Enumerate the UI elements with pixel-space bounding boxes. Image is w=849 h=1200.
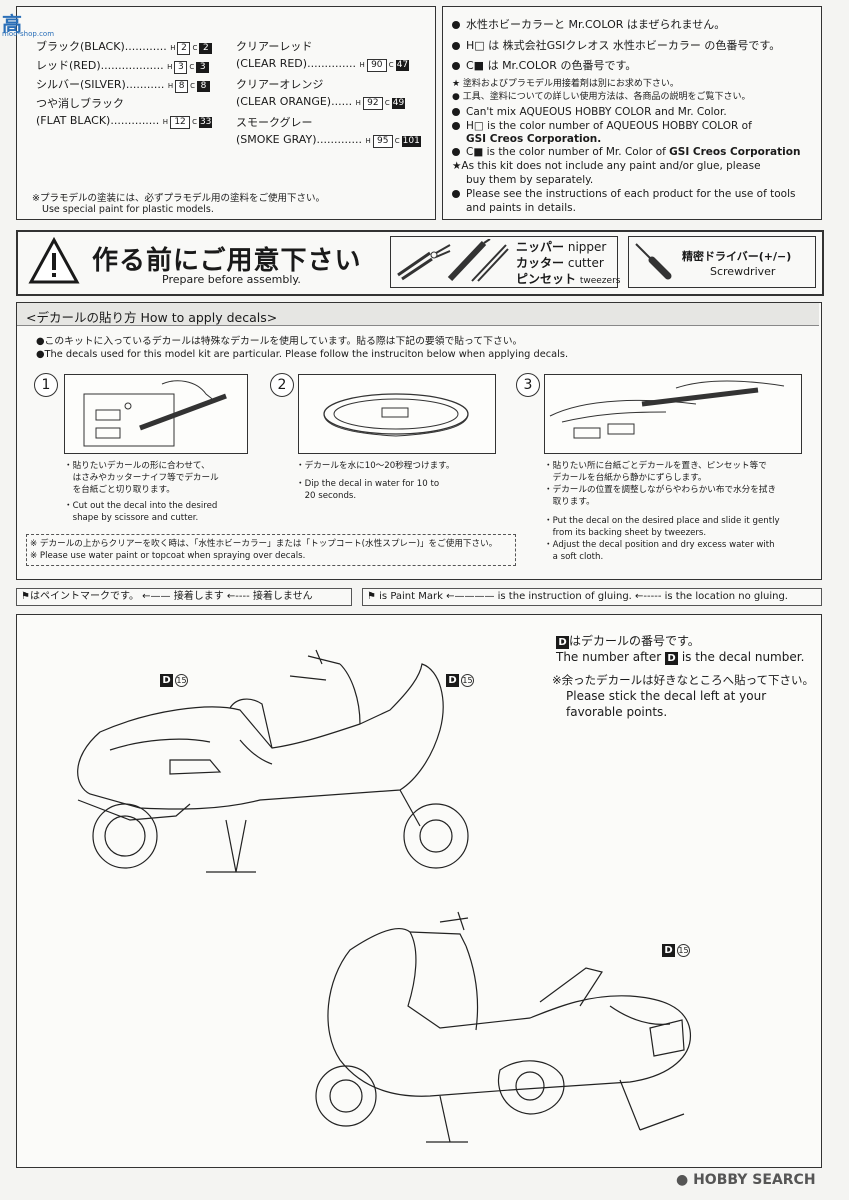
info-en-1: Can't mix AQUEOUS HOBBY COLOR and Mr. Co… [452, 106, 727, 118]
info-jp-5: ● 工具、塗料についての詳しい使用方法は、各商品の説明をご覧下さい。 [452, 92, 751, 102]
extra-decal-note-jp: ※余ったデカールは好きなところへ貼って下さい。 [552, 673, 815, 687]
paint-clear-red-jp: クリアーレッド [236, 40, 313, 53]
decals-header: <デカールの貼り方 How to apply decals> [26, 310, 278, 325]
scooter-side-view-illustration [77, 649, 469, 873]
tool-box-driver [628, 236, 816, 288]
water-dish-icon [323, 393, 469, 437]
decals-header-bar [17, 303, 819, 326]
paint-note-en: Use special paint for plastic models. [42, 204, 214, 215]
paint-clear-orange-jp: クリアーオレンジ [236, 78, 324, 91]
step-3-number: 3 [516, 373, 540, 397]
step-1-text-en: ・Cut out the decal into the desired shap… [64, 501, 218, 523]
warning-icon [28, 237, 80, 284]
info-en-2a: H□ is the color number of AQUEOUS HOBBY … [452, 120, 752, 132]
logo-text: 高 [2, 12, 22, 36]
info-jp-4: ★ 塗料およびプラモデル用接着剤は別にお求め下さい。 [452, 79, 679, 89]
paint-mark-icon: ⚑ [21, 591, 30, 602]
tool-tweezers: ピンセット tweezers [516, 272, 621, 286]
screwdriver-icon [635, 243, 672, 280]
logo-subtext: moo-shop.com [2, 30, 55, 38]
legend-jp: ⚑はペイントマークです。 ←—— 接着します ←---- 接着しません [16, 588, 352, 606]
tool-cutter: カッター cutter [516, 256, 604, 270]
info-en-4a: ★As this kit does not include any paint … [452, 160, 761, 172]
legend-en: ⚑ is Paint Mark ←———— is the instruction… [362, 588, 822, 606]
decals-intro-en: ●The decals used for this model kit are … [36, 349, 569, 360]
decals-note-en: ※ Please use water paint or topcoat when… [30, 551, 306, 561]
step-2-illustration [298, 374, 496, 454]
scooter-three-quarter-view-illustration [315, 911, 691, 1143]
extra-decal-note-en1: Please stick the decal left at your [566, 689, 767, 703]
info-jp-3: C■ は Mr.COLOR の色番号です。 [452, 57, 636, 73]
tool-driver-en: Screwdriver [710, 265, 776, 278]
info-en-5b: and paints in details. [466, 202, 576, 214]
step-3-illustration [544, 374, 802, 454]
paint-list-box [16, 6, 436, 220]
assembly-box [16, 614, 822, 1168]
paint-row-flat-black-jp: つや消しブラック [36, 97, 124, 110]
paint-note-jp: ※プラモデルの塗装には、必ずプラモデル用の塗料をご使用下さい。 [32, 193, 325, 204]
step-2-text-en: ・Dip the decal in water for 10 to 20 sec… [296, 479, 440, 501]
tool-nipper: ニッパー nipper [516, 240, 607, 254]
hobby-search-watermark: ● HOBBY SEARCH [676, 1172, 816, 1188]
decals-note-box [26, 534, 516, 566]
decal-sheet-cutting-icon [83, 380, 227, 447]
info-jp-1: 水性ホビーカラーと Mr.COLOR はまぜられません。 [452, 16, 725, 32]
step-1-number: 1 [34, 373, 58, 397]
step-1-text-jp: ・貼りたいデカールの形に合わせて、 はさみやカッターナイフ等でデカール を台紙ご… [64, 461, 219, 495]
tools-illustration-icon [397, 239, 509, 282]
info-en-2b: GSI Creos Corporation. [466, 133, 602, 145]
step-2-text-jp: ・デカールを水に10〜20秒程つけます。 [296, 461, 455, 471]
paint-mark-icon-en: ⚑ [367, 591, 376, 602]
info-en-5a: Please see the instructions of each prod… [452, 188, 795, 200]
decal-number-note-en: The number after D is the decal number. [556, 650, 805, 665]
extra-decal-note-en2: favorable points. [566, 705, 668, 719]
info-jp-2: H□ は 株式会社GSIクレオス 水性ホビーカラー の色番号です。 [452, 37, 780, 53]
info-en-4b: buy them by separately. [466, 174, 594, 186]
step-3-text-en: ・Put the decal on the desired place and … [544, 516, 780, 562]
decal-applying-icon [549, 380, 785, 439]
prepare-subtitle: Prepare before assembly. [162, 273, 301, 286]
decals-intro-jp: ●このキットに入っているデカールは特殊なデカールを使用しています。貼る際は下記の… [36, 336, 523, 347]
prepare-title: 作る前にご用意下さい [92, 246, 362, 276]
step-1-illustration [64, 374, 248, 454]
step-3-text-jp: ・貼りたい所に台紙ごとデカールを置き、ピンセット等で デカールを台紙から静かにず… [544, 461, 777, 507]
site-logo: 高 [2, 8, 22, 37]
info-box [442, 6, 822, 220]
info-en-3a: C■ is the color number of Mr. Color of G… [452, 146, 800, 158]
watermark-logo-icon: ● [676, 1172, 689, 1188]
step-2-number: 2 [270, 373, 294, 397]
tool-driver-jp: 精密ドライバー(+/−) [682, 250, 792, 263]
paint-smoke-gray-jp: スモークグレー [236, 116, 313, 129]
decals-note-jp: ※ デカールの上からクリアーを吹く時は、「水性ホビーカラー」または「トップコート… [30, 539, 498, 549]
